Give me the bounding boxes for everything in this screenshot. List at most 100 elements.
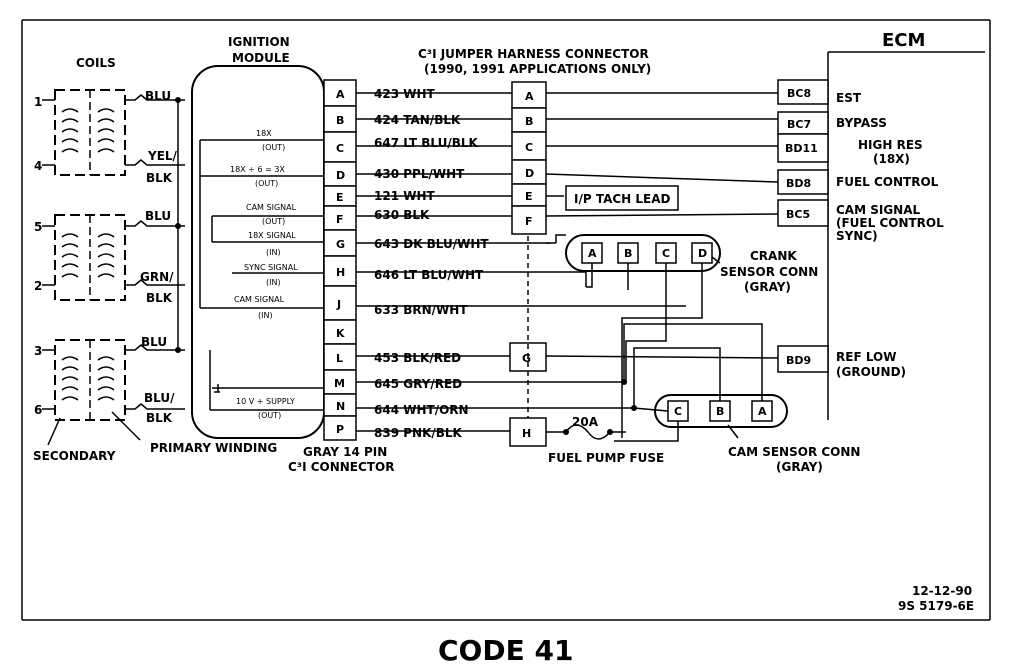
svg-text:A: A (758, 405, 767, 418)
coil-pack-3 (54, 339, 126, 421)
svg-text:424 TAN/BLK: 424 TAN/BLK (374, 113, 461, 127)
jumper-harness-connector: A B C D E F G H (509, 81, 547, 447)
svg-text:H: H (336, 266, 345, 279)
svg-text:G: G (336, 238, 345, 251)
svg-text:REF LOW: REF LOW (836, 350, 896, 364)
svg-text:BYPASS: BYPASS (836, 116, 887, 130)
coil-wire-label: YEL/ (147, 149, 178, 163)
svg-text:CAM SIGNAL: CAM SIGNAL (836, 203, 921, 217)
coil-pack-1 (54, 89, 126, 176)
ignition-module-box (191, 65, 325, 439)
page-title: CODE 41 (438, 634, 573, 667)
svg-text:633 BRN/WHT: 633 BRN/WHT (374, 303, 468, 317)
ignition-module-label: IGNITION (228, 35, 290, 49)
coil-pack-2 (54, 214, 126, 301)
svg-text:A: A (336, 88, 345, 101)
coil-number: 4 (34, 159, 42, 173)
svg-text:(OUT): (OUT) (262, 217, 285, 226)
svg-text:(IN): (IN) (258, 311, 273, 320)
svg-text:647 LT BLU/BLK: 647 LT BLU/BLK (374, 136, 479, 150)
svg-text:HIGH RES: HIGH RES (858, 138, 923, 152)
svg-text:453 BLK/RED: 453 BLK/RED (374, 351, 461, 365)
svg-text:423 WHT: 423 WHT (374, 87, 436, 101)
svg-text:N: N (336, 400, 345, 413)
svg-text:643 DK BLU/WHT: 643 DK BLU/WHT (374, 237, 489, 251)
svg-text:D: D (525, 167, 534, 180)
svg-text:FUEL CONTROL: FUEL CONTROL (836, 175, 939, 189)
c3i-connector-label: GRAY 14 PIN (303, 445, 387, 459)
svg-text:18X: 18X (256, 129, 272, 138)
svg-text:C: C (336, 142, 344, 155)
ecm-label: ECM (882, 30, 925, 51)
svg-text:CAM SIGNAL: CAM SIGNAL (246, 203, 297, 212)
svg-text:645 GRY/RED: 645 GRY/RED (374, 377, 462, 391)
svg-text:EST: EST (836, 91, 862, 105)
svg-text:(IN): (IN) (266, 278, 281, 287)
jumper-harness-label: C³I JUMPER HARNESS CONNECTOR (418, 47, 649, 61)
coil-wire-label: BLU (145, 89, 171, 103)
svg-text:J: J (336, 298, 341, 311)
coils-label: COILS (76, 56, 116, 70)
svg-text:(18X): (18X) (873, 152, 910, 166)
coil-number: 2 (34, 279, 42, 293)
fuse-rating: 20A (572, 415, 599, 429)
svg-text:18X ÷ 6 = 3X: 18X ÷ 6 = 3X (230, 165, 285, 174)
svg-text:(OUT): (OUT) (262, 143, 285, 152)
wire-labels: 423 WHT 424 TAN/BLK 647 LT BLU/BLK 430 P… (374, 87, 489, 440)
svg-text:B: B (336, 114, 344, 127)
svg-text:C: C (674, 405, 682, 418)
footer-date: 12-12-90 (912, 584, 972, 598)
coil-number: 5 (34, 220, 42, 234)
svg-text:A: A (588, 247, 597, 260)
coil-number: 3 (34, 344, 42, 358)
ecm-pin-bc5: BC5 CAM SIGNAL (FUEL CONTROL SYNC) (777, 199, 944, 243)
svg-text:B: B (624, 247, 632, 260)
tach-lead-box (565, 185, 679, 211)
svg-text:SYNC SIGNAL: SYNC SIGNAL (244, 263, 298, 272)
svg-text:(IN): (IN) (266, 248, 281, 257)
svg-text:C: C (525, 141, 533, 154)
svg-text:(OUT): (OUT) (255, 179, 278, 188)
cam-sensor-label: CAM SENSOR CONN (728, 445, 860, 459)
coil-wire-label: BLK (146, 411, 173, 425)
svg-text:839 PNK/BLK: 839 PNK/BLK (374, 426, 463, 440)
svg-text:644 WHT/ORN: 644 WHT/ORN (374, 403, 469, 417)
crank-sensor-label: SENSOR CONN (720, 265, 818, 279)
ecm-pin-bd11: BD11 HIGH RES (18X) (777, 133, 923, 166)
ecm-pin-bc8: BC8 EST (777, 79, 862, 105)
svg-text:E: E (525, 190, 533, 203)
ignition-module-label: MODULE (232, 51, 290, 65)
svg-text:D: D (336, 169, 345, 182)
svg-text:BD9: BD9 (786, 354, 811, 367)
coil-wire-label: BLU/ (144, 391, 175, 405)
crank-sensor-label: CRANK (750, 249, 797, 263)
svg-text:SYNC): SYNC) (836, 229, 878, 243)
coil-wire-label: BLU (145, 209, 171, 223)
svg-text:BD8: BD8 (786, 177, 811, 190)
svg-text:H: H (522, 427, 531, 440)
secondary-label: SECONDARY (33, 449, 116, 463)
svg-text:CAM SIGNAL: CAM SIGNAL (234, 295, 285, 304)
c3i-connector: A B C D E F G H J K L M N P (323, 79, 357, 441)
svg-text:K: K (336, 327, 345, 340)
jumper-harness-label: (1990, 1991 APPLICATIONS ONLY) (424, 62, 651, 76)
crank-sensor-label: (GRAY) (744, 280, 791, 294)
footer-code: 9S 5179-6E (898, 599, 974, 613)
svg-text:F: F (336, 213, 344, 226)
svg-text:(GROUND): (GROUND) (836, 365, 906, 379)
coil-number: 6 (34, 403, 42, 417)
svg-text:10 V + SUPPLY: 10 V + SUPPLY (236, 397, 295, 406)
svg-text:630 BLK: 630 BLK (374, 208, 430, 222)
ecm-pin-bd9: BD9 REF LOW (GROUND) (777, 345, 906, 379)
cam-sensor-connector (654, 394, 788, 428)
fuse-label: FUEL PUMP FUSE (548, 451, 664, 465)
svg-text:BC5: BC5 (786, 208, 810, 221)
primary-winding-label: PRIMARY WINDING (150, 441, 277, 455)
svg-text:(OUT): (OUT) (258, 411, 281, 420)
cam-sensor-pins: C B A (667, 400, 773, 422)
svg-text:BC7: BC7 (787, 118, 811, 131)
coil-number: 1 (34, 95, 42, 109)
svg-text:F: F (525, 215, 533, 228)
svg-text:M: M (334, 377, 345, 390)
svg-text:D: D (698, 247, 707, 260)
